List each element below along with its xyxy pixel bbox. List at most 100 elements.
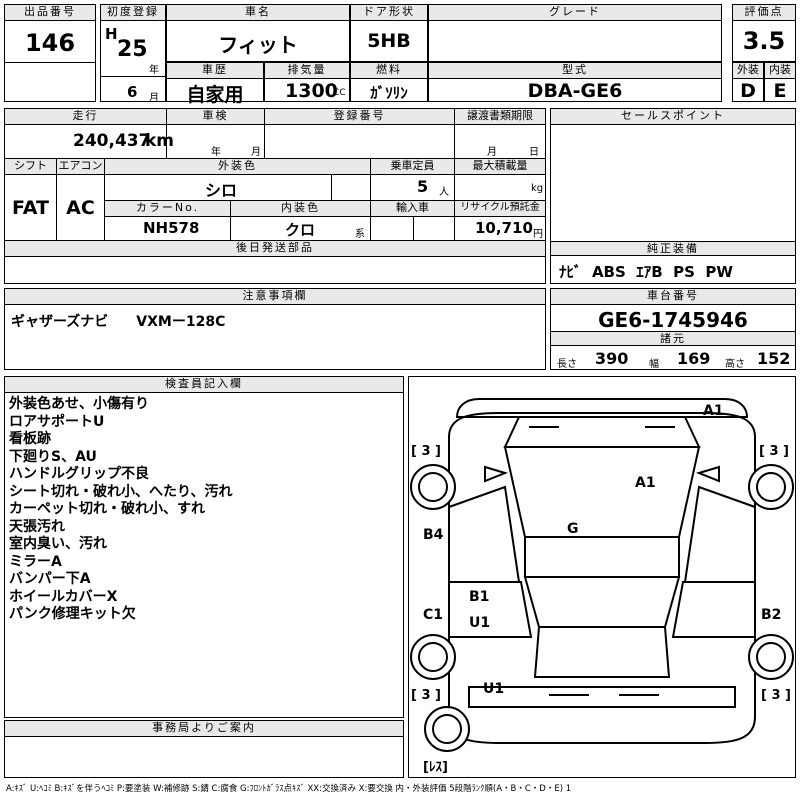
int-color-cell: 内装色 クロ 系 (231, 201, 371, 241)
inspector-notes-label: 検査員記入欄 (5, 377, 403, 393)
length-label: 長さ (557, 359, 577, 370)
office-notice-label: 事務局よりご案内 (5, 721, 403, 737)
color-no-cell: カラーNo. NH578 (105, 201, 231, 241)
inspector-note-line: ミラーA (9, 553, 62, 570)
first-registration-label: 初度登録 (101, 5, 165, 21)
inspector-note-line: 外装色あせ、小傷有り (9, 396, 149, 412)
dimensions-label: 諸元 (551, 331, 795, 346)
registration-year: 25 (117, 37, 148, 62)
transfer-deadline-label: 譲渡書類期限 (455, 109, 545, 125)
lot-number-box: 出品番号 146 (4, 4, 96, 102)
max-load-cell: 最大積載量 kg (455, 159, 545, 201)
equipment-value: ﾅﾋﾞ ABS ｴｱB PS PW (559, 263, 733, 281)
width-label: 幅 (649, 359, 659, 370)
max-load-unit: kg (531, 183, 544, 194)
color-no-label: カラーNo. (105, 201, 230, 217)
mileage-unit: km (145, 131, 175, 151)
recycle-unit: 円 (533, 229, 543, 240)
month-unit: 月 (149, 93, 159, 104)
chassis-box: 車台番号 GE6-1745946 諸元 長さ 390 幅 169 高さ 152 (550, 288, 796, 370)
model-value: DBA-GE6 (527, 80, 623, 102)
displacement-label: 排気量 (265, 63, 349, 79)
grade-box: グレード (428, 4, 722, 62)
caution-label: 注意事項欄 (5, 289, 545, 305)
chassis-number: GE6-1745946 (598, 308, 748, 332)
interior-grade-label: 内装 (765, 63, 795, 79)
tire-marks: [ 3 ] [ 3 ] [ 3 ] [ 3 ] [ﾚｽ] (411, 444, 791, 775)
tire-rear-left: [ 3 ] (411, 688, 441, 703)
later-parts-label: 後日発送部品 (5, 241, 545, 257)
fuel-box: 燃料 ｶﾞｿﾘﾝ (350, 62, 428, 102)
capacity-label: 乗車定員 (371, 159, 454, 175)
exterior-grade-box: 外装 D (732, 62, 764, 102)
damage-marks: A1 A1 G B4 B1 U1 C1 B2 U1 (423, 403, 781, 697)
aircon-cell: エアコン AC (57, 159, 105, 241)
shift-value: FAT (12, 197, 49, 219)
inspector-note-line: ホイールカバーX (9, 588, 118, 605)
mileage-cell: 走行 240,437 km (5, 109, 174, 159)
history-label: 車歴 (167, 63, 263, 79)
car-name-label: 車名 (167, 5, 349, 21)
equipment-label: 純正装備 (551, 241, 795, 256)
inspector-note-line: パンク修理キット欠 (9, 606, 136, 622)
int-color-label: 内装色 (231, 201, 370, 217)
length-value: 390 (595, 349, 629, 368)
year-unit: 年 (149, 65, 159, 76)
cc-unit: CC (333, 88, 346, 98)
inspection-year-unit: 年 (211, 147, 221, 158)
score-label: 評価点 (733, 5, 795, 21)
exterior-grade: D (740, 80, 756, 102)
door-type: 5HB (367, 30, 411, 52)
mark-b1: B1 (469, 589, 489, 605)
inspector-note-line: 天張汚れ (9, 518, 65, 535)
grade-label: グレード (429, 5, 721, 21)
inspector-note-line: ロアサポートU (9, 413, 105, 430)
reg-number-cell: 登録番号 (265, 109, 455, 159)
import-label: 輸入車 (371, 201, 454, 217)
caution-text: ギャザーズナビ VXMー128C (11, 314, 226, 330)
score-value: 3.5 (742, 27, 786, 55)
spare-tire: [ﾚｽ] (423, 760, 448, 775)
inspector-note-line: シート切れ・破れ小、へたり、汚れ (9, 483, 233, 500)
inspector-note-line: 看板跡 (9, 431, 51, 447)
score-box: 評価点 3.5 (732, 4, 796, 62)
recycle-label: リサイクル預託金 (455, 201, 545, 217)
interior-grade-box: 内装 E (764, 62, 796, 102)
int-color-suffix: 系 (355, 229, 365, 240)
caution-box: 注意事項欄 ギャザーズナビ VXMー128C (4, 288, 546, 370)
mileage-label: 走行 (5, 109, 166, 125)
mark-u1-bottom: U1 (483, 681, 504, 697)
mark-a1-windshield: A1 (635, 475, 656, 491)
tire-rear-right: [ 3 ] (761, 688, 791, 703)
specs-block: 走行 240,437 km 車検 年 月 登録番号 譲渡書類期限 月 日 シフト… (4, 108, 546, 284)
office-notice-box: 事務局よりご案内 (4, 720, 404, 778)
mileage-value: 240,437 (73, 131, 151, 151)
width-value: 169 (677, 349, 711, 368)
inspector-note-line: ハンドルグリップ不良 (9, 466, 149, 482)
tire-front-left: [ 3 ] (411, 444, 441, 459)
mark-c1: C1 (423, 607, 443, 623)
capacity-cell: 乗車定員 5 人 (371, 159, 455, 201)
era: H (105, 25, 118, 43)
lot-number: 146 (24, 29, 76, 57)
car-name-box: 車名 フィット (166, 4, 350, 62)
inspector-note-line: 下廻りS、AU (9, 448, 97, 465)
history-box: 車歴 自家用 (166, 62, 264, 106)
aircon-value: AC (66, 197, 95, 219)
max-load-label: 最大積載量 (455, 159, 545, 175)
displacement-box: 排気量 1300 CC (264, 62, 350, 102)
exterior-grade-label: 外装 (733, 63, 763, 79)
capacity-unit: 人 (439, 187, 449, 198)
car-outline (448, 398, 756, 744)
later-parts-cell: 後日発送部品 (5, 241, 545, 283)
height-label: 高さ (725, 359, 745, 370)
inspector-note-line: バンパー下A (9, 571, 91, 587)
import-cell: 輸入車 (371, 201, 455, 241)
mark-b4: B4 (423, 527, 444, 543)
lot-number-label: 出品番号 (5, 5, 95, 21)
sales-point-box: セールスポイント 純正装備 ﾅﾋﾞ ABS ｴｱB PS PW (550, 108, 796, 284)
inspector-note-line: カーペット切れ・破れ小、すれ (9, 501, 205, 517)
chassis-label: 車台番号 (551, 289, 795, 305)
transfer-deadline-cell: 譲渡書類期限 月 日 (455, 109, 545, 159)
transfer-day-unit: 日 (529, 147, 539, 158)
